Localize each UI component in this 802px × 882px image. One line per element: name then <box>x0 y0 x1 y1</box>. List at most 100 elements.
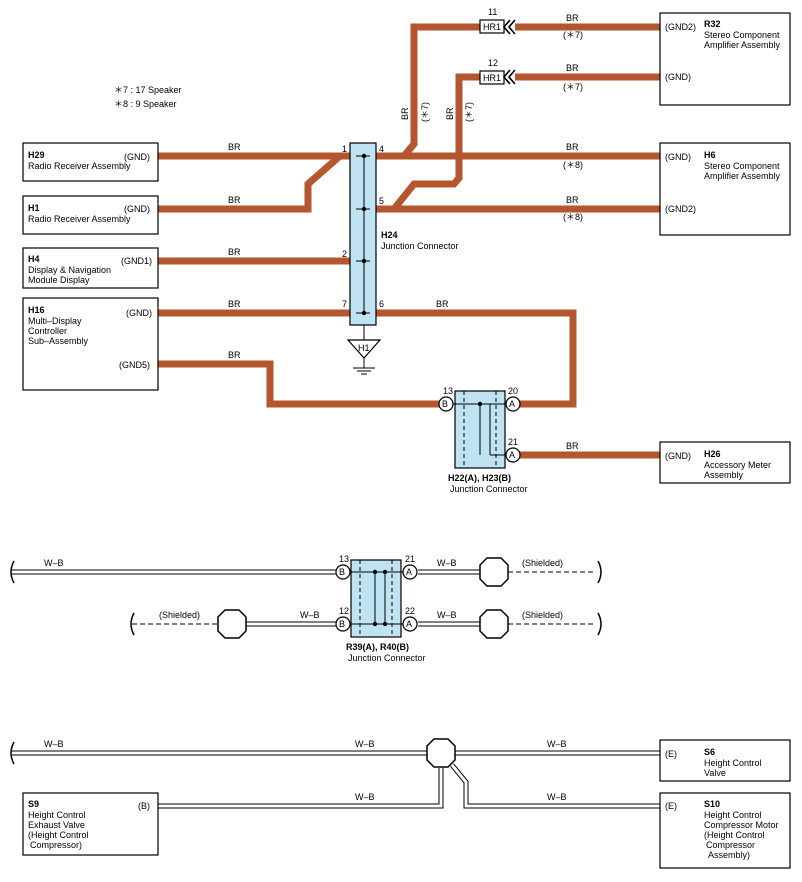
wire-label: BR <box>228 142 241 152</box>
svg-text:H6: H6 <box>704 150 716 160</box>
wire-label-vertical: BR <box>445 107 455 120</box>
svg-text:A: A <box>406 619 412 629</box>
junction-h22-h23: B A A 13 20 21 H22(A), H23(B) Junction C… <box>438 386 528 494</box>
svg-text:Multi–Display: Multi–Display <box>28 316 82 326</box>
junction-h24: 1 2 7 4 5 6 H24 Junction Connector <box>342 142 459 326</box>
svg-text:Assembly): Assembly) <box>708 850 750 860</box>
svg-text:Valve: Valve <box>704 768 726 778</box>
svg-text:Height Control: Height Control <box>704 810 762 820</box>
svg-text:Height Control: Height Control <box>704 758 762 768</box>
svg-text:12: 12 <box>488 58 498 68</box>
wire-label: W–B <box>300 610 320 620</box>
svg-text:Stereo Component: Stereo Component <box>704 161 780 171</box>
component-r32: R32 Stereo Component Amplifier Assembly … <box>659 12 791 106</box>
component-h4: H4 Display & Navigation Module Display (… <box>22 247 159 289</box>
ground-h1: H1 <box>346 325 382 375</box>
star-label-vertical: (＊7) <box>464 102 474 122</box>
svg-text:(Height Control: (Height Control <box>28 830 89 840</box>
svg-text:21: 21 <box>508 437 518 447</box>
svg-text:22: 22 <box>405 606 415 616</box>
wire-label: BR <box>566 142 579 152</box>
svg-text:(GND): (GND) <box>126 308 152 318</box>
svg-text:6: 6 <box>379 299 384 309</box>
wire-label: W–B <box>437 610 457 620</box>
svg-text:Controller: Controller <box>28 326 67 336</box>
star-label: (＊8) <box>563 212 583 222</box>
svg-text:Junction Connector: Junction Connector <box>450 484 528 494</box>
svg-text:B: B <box>339 567 345 577</box>
svg-text:Accessory Meter: Accessory Meter <box>704 460 771 470</box>
wb-wires-middle <box>10 557 602 639</box>
wire-label: BR <box>566 441 579 451</box>
svg-text:S9: S9 <box>28 799 39 809</box>
svg-text:H29: H29 <box>28 150 45 160</box>
svg-text:A: A <box>509 399 515 409</box>
wire-label: BR <box>566 63 579 73</box>
wire-label: BR <box>228 299 241 309</box>
svg-text:H16: H16 <box>28 305 45 315</box>
hr1-connector-lower: 12 HR1 <box>479 58 516 85</box>
star-label: (＊7) <box>563 82 583 92</box>
svg-text:Radio Receiver Assembly: Radio Receiver Assembly <box>28 161 131 171</box>
note-speaker-9: ＊8 : 9 Speaker <box>114 99 177 109</box>
svg-text:A: A <box>509 450 515 460</box>
svg-text:(GND2): (GND2) <box>665 22 696 32</box>
star-label: (＊7) <box>563 30 583 40</box>
svg-text:HR1: HR1 <box>483 73 501 83</box>
svg-text:Junction Connector: Junction Connector <box>348 653 426 663</box>
shielded-label: (Shielded) <box>159 610 200 620</box>
svg-text:Compressor: Compressor <box>706 840 755 850</box>
svg-text:(E): (E) <box>665 749 677 759</box>
svg-text:13: 13 <box>339 554 349 564</box>
svg-text:(GND): (GND) <box>124 204 150 214</box>
wire-label: W–B <box>44 739 64 749</box>
svg-text:S6: S6 <box>704 747 715 757</box>
svg-text:(GND5): (GND5) <box>119 360 150 370</box>
svg-text:H1: H1 <box>358 343 370 353</box>
component-h16: H16 Multi–Display Controller Sub–Assembl… <box>22 297 159 391</box>
svg-text:H24: H24 <box>381 230 398 240</box>
component-h6: H6 Stereo Component Amplifier Assembly (… <box>659 142 791 236</box>
svg-text:(GND2): (GND2) <box>665 204 696 214</box>
svg-text:20: 20 <box>508 386 518 396</box>
wire-label: BR <box>566 195 579 205</box>
svg-text:H26: H26 <box>704 449 721 459</box>
svg-text:S10: S10 <box>704 799 720 809</box>
svg-text:Compressor Motor: Compressor Motor <box>704 820 779 830</box>
svg-text:Stereo Component: Stereo Component <box>704 30 780 40</box>
wire-label-vertical: BR <box>400 107 410 120</box>
wire-label: W–B <box>355 739 375 749</box>
wire-label: BR <box>566 13 579 23</box>
wire-label: BR <box>436 299 449 309</box>
br-wires <box>158 23 660 459</box>
svg-text:Sub–Assembly: Sub–Assembly <box>28 336 89 346</box>
svg-text:Amplifier Assembly: Amplifier Assembly <box>704 40 781 50</box>
svg-text:(GND): (GND) <box>665 72 691 82</box>
wire-label: BR <box>228 195 241 205</box>
svg-text:Display & Navigation: Display & Navigation <box>28 265 111 275</box>
svg-text:(GND): (GND) <box>124 152 150 162</box>
svg-text:H4: H4 <box>28 254 40 264</box>
svg-text:H22(A), H23(B): H22(A), H23(B) <box>448 473 511 483</box>
svg-text:(GND): (GND) <box>665 152 691 162</box>
wire-label: W–B <box>547 739 567 749</box>
junction-r39-r40: B A B A 13 21 12 22 R39(A), R40(B) Junct… <box>335 554 426 663</box>
svg-text:21: 21 <box>405 554 415 564</box>
svg-text:(Height Control: (Height Control <box>704 830 765 840</box>
svg-text:11: 11 <box>488 7 497 17</box>
svg-text:1: 1 <box>342 144 347 154</box>
component-s10: S10 Height Control Compressor Motor (Hei… <box>659 792 791 869</box>
svg-text:R39(A), R40(B): R39(A), R40(B) <box>346 642 409 652</box>
component-s6: S6 Height Control Valve (E) <box>659 739 791 782</box>
svg-text:Junction Connector: Junction Connector <box>381 241 459 251</box>
svg-text:(GND1): (GND1) <box>121 256 152 266</box>
wire-label: W–B <box>437 558 457 568</box>
star-label-vertical: (＊7) <box>420 102 430 122</box>
svg-text:12: 12 <box>339 606 349 616</box>
shielded-label: (Shielded) <box>522 558 563 568</box>
svg-text:B: B <box>339 619 345 629</box>
wire-label: W–B <box>547 792 567 802</box>
wire-label: W–B <box>355 792 375 802</box>
svg-text:Radio Receiver Assembly: Radio Receiver Assembly <box>28 214 131 224</box>
